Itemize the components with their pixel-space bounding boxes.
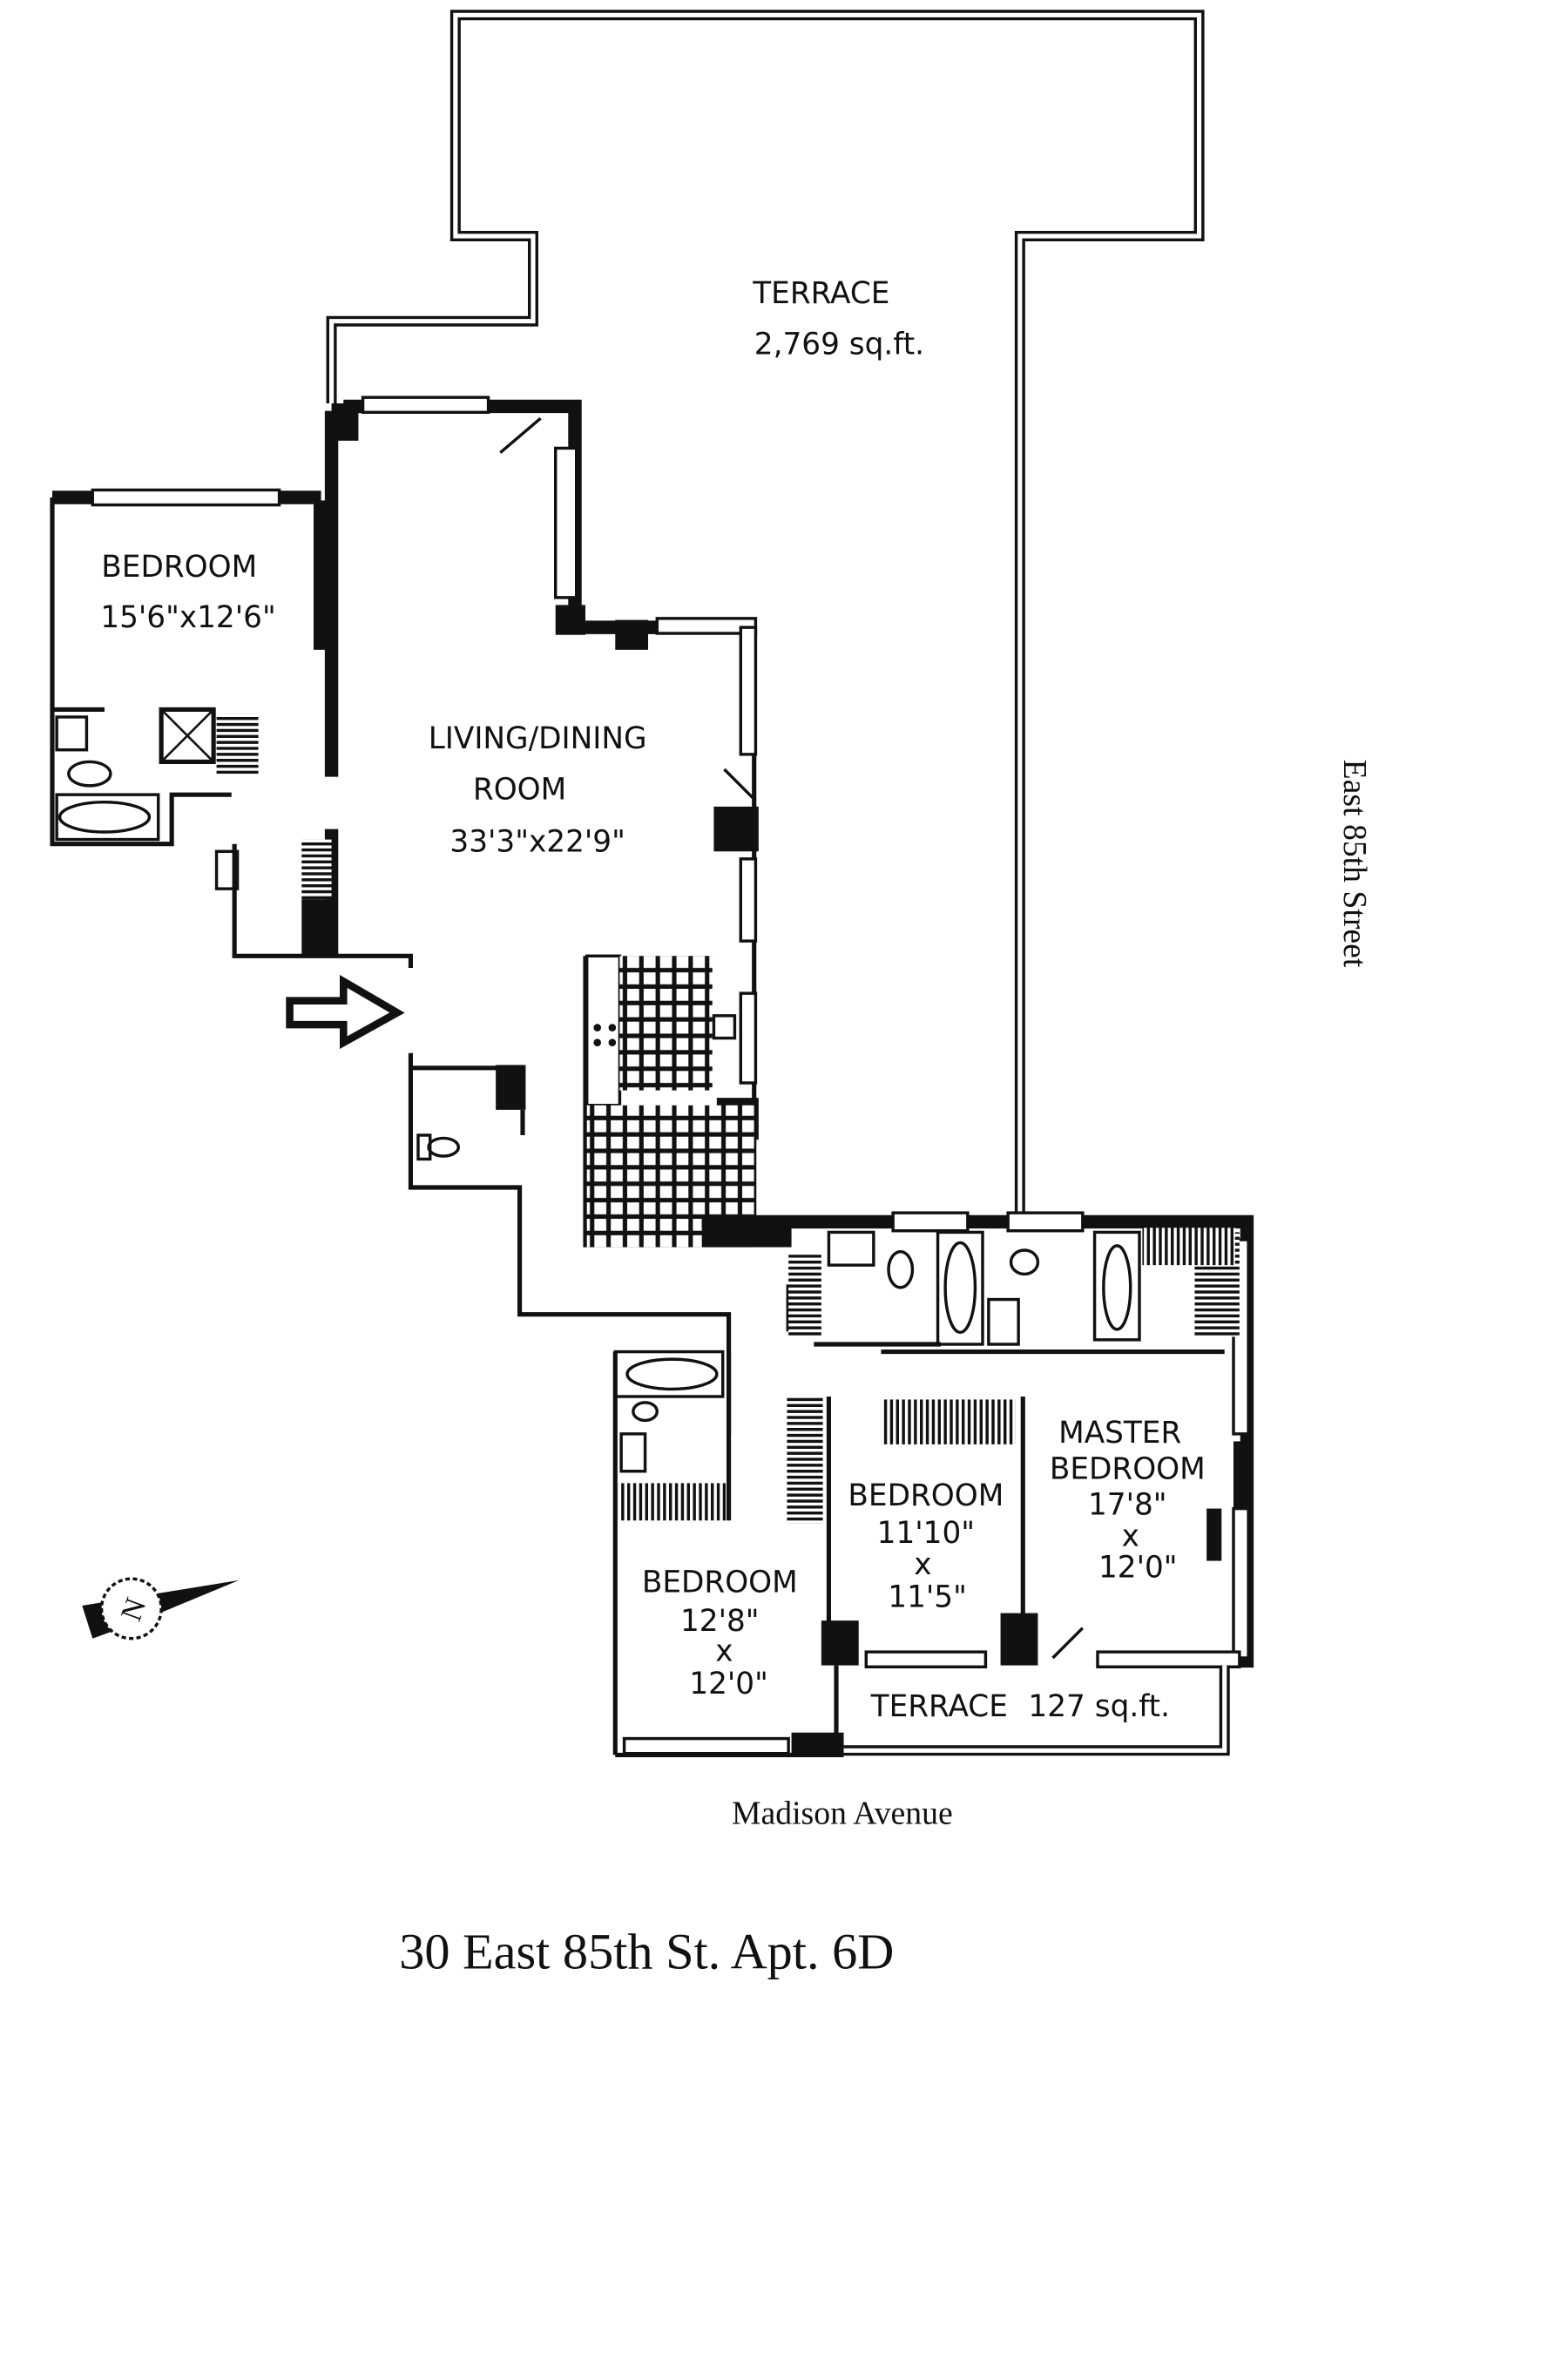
street-east-85th: East 85th Street	[1336, 760, 1373, 968]
master-bedroom-label: MASTER	[1058, 1416, 1181, 1451]
street-madison-avenue: Madison Avenue	[732, 1795, 953, 1831]
small-terrace-size: 127 sq.ft.	[1028, 1689, 1170, 1724]
south-bedroom-x: x	[715, 1634, 733, 1668]
west-bedroom-label: BEDROOM	[101, 550, 257, 585]
terrace-label: TERRACE	[752, 276, 889, 311]
living-room-walls	[324, 396, 759, 1218]
south-bedroom-size: 12'8"	[680, 1604, 760, 1639]
plan-title: 30 East 85th St. Apt. 6D	[399, 1924, 894, 1980]
large-terrace-outline	[326, 10, 1205, 1218]
north-compass-icon: N	[82, 1577, 240, 1640]
south-bedroom-label: BEDROOM	[642, 1566, 798, 1600]
living-dining-size: 33'3"x22'9"	[449, 824, 625, 859]
living-dining-label: LIVING/DINING	[429, 721, 647, 756]
middle-bedroom-size-2: 11'5"	[888, 1580, 967, 1615]
bedroom-wing-walls	[612, 1211, 1254, 1757]
entry-arrow-icon	[286, 974, 405, 1049]
master-bedroom-label-2: BEDROOM	[1050, 1451, 1206, 1486]
master-bedroom-size: 17'8"	[1088, 1487, 1167, 1522]
south-bedroom-size-2: 12'0"	[689, 1667, 768, 1701]
terrace-size: 2,769 sq.ft.	[754, 327, 924, 362]
kitchen-and-powder-room	[408, 954, 792, 1434]
middle-bedroom-size: 11'10"	[877, 1516, 975, 1551]
middle-bedroom-label: BEDROOM	[848, 1478, 1004, 1513]
master-bedroom-size-2: 12'0"	[1098, 1550, 1178, 1585]
living-dining-label-2: ROOM	[473, 772, 566, 807]
small-terrace-label: TERRACE	[870, 1689, 1008, 1724]
master-bedroom-x: x	[1122, 1519, 1139, 1553]
middle-bedroom-x: x	[914, 1547, 931, 1582]
west-bedroom-walls	[50, 488, 413, 968]
west-bedroom-size: 15'6"x12'6"	[100, 600, 275, 635]
